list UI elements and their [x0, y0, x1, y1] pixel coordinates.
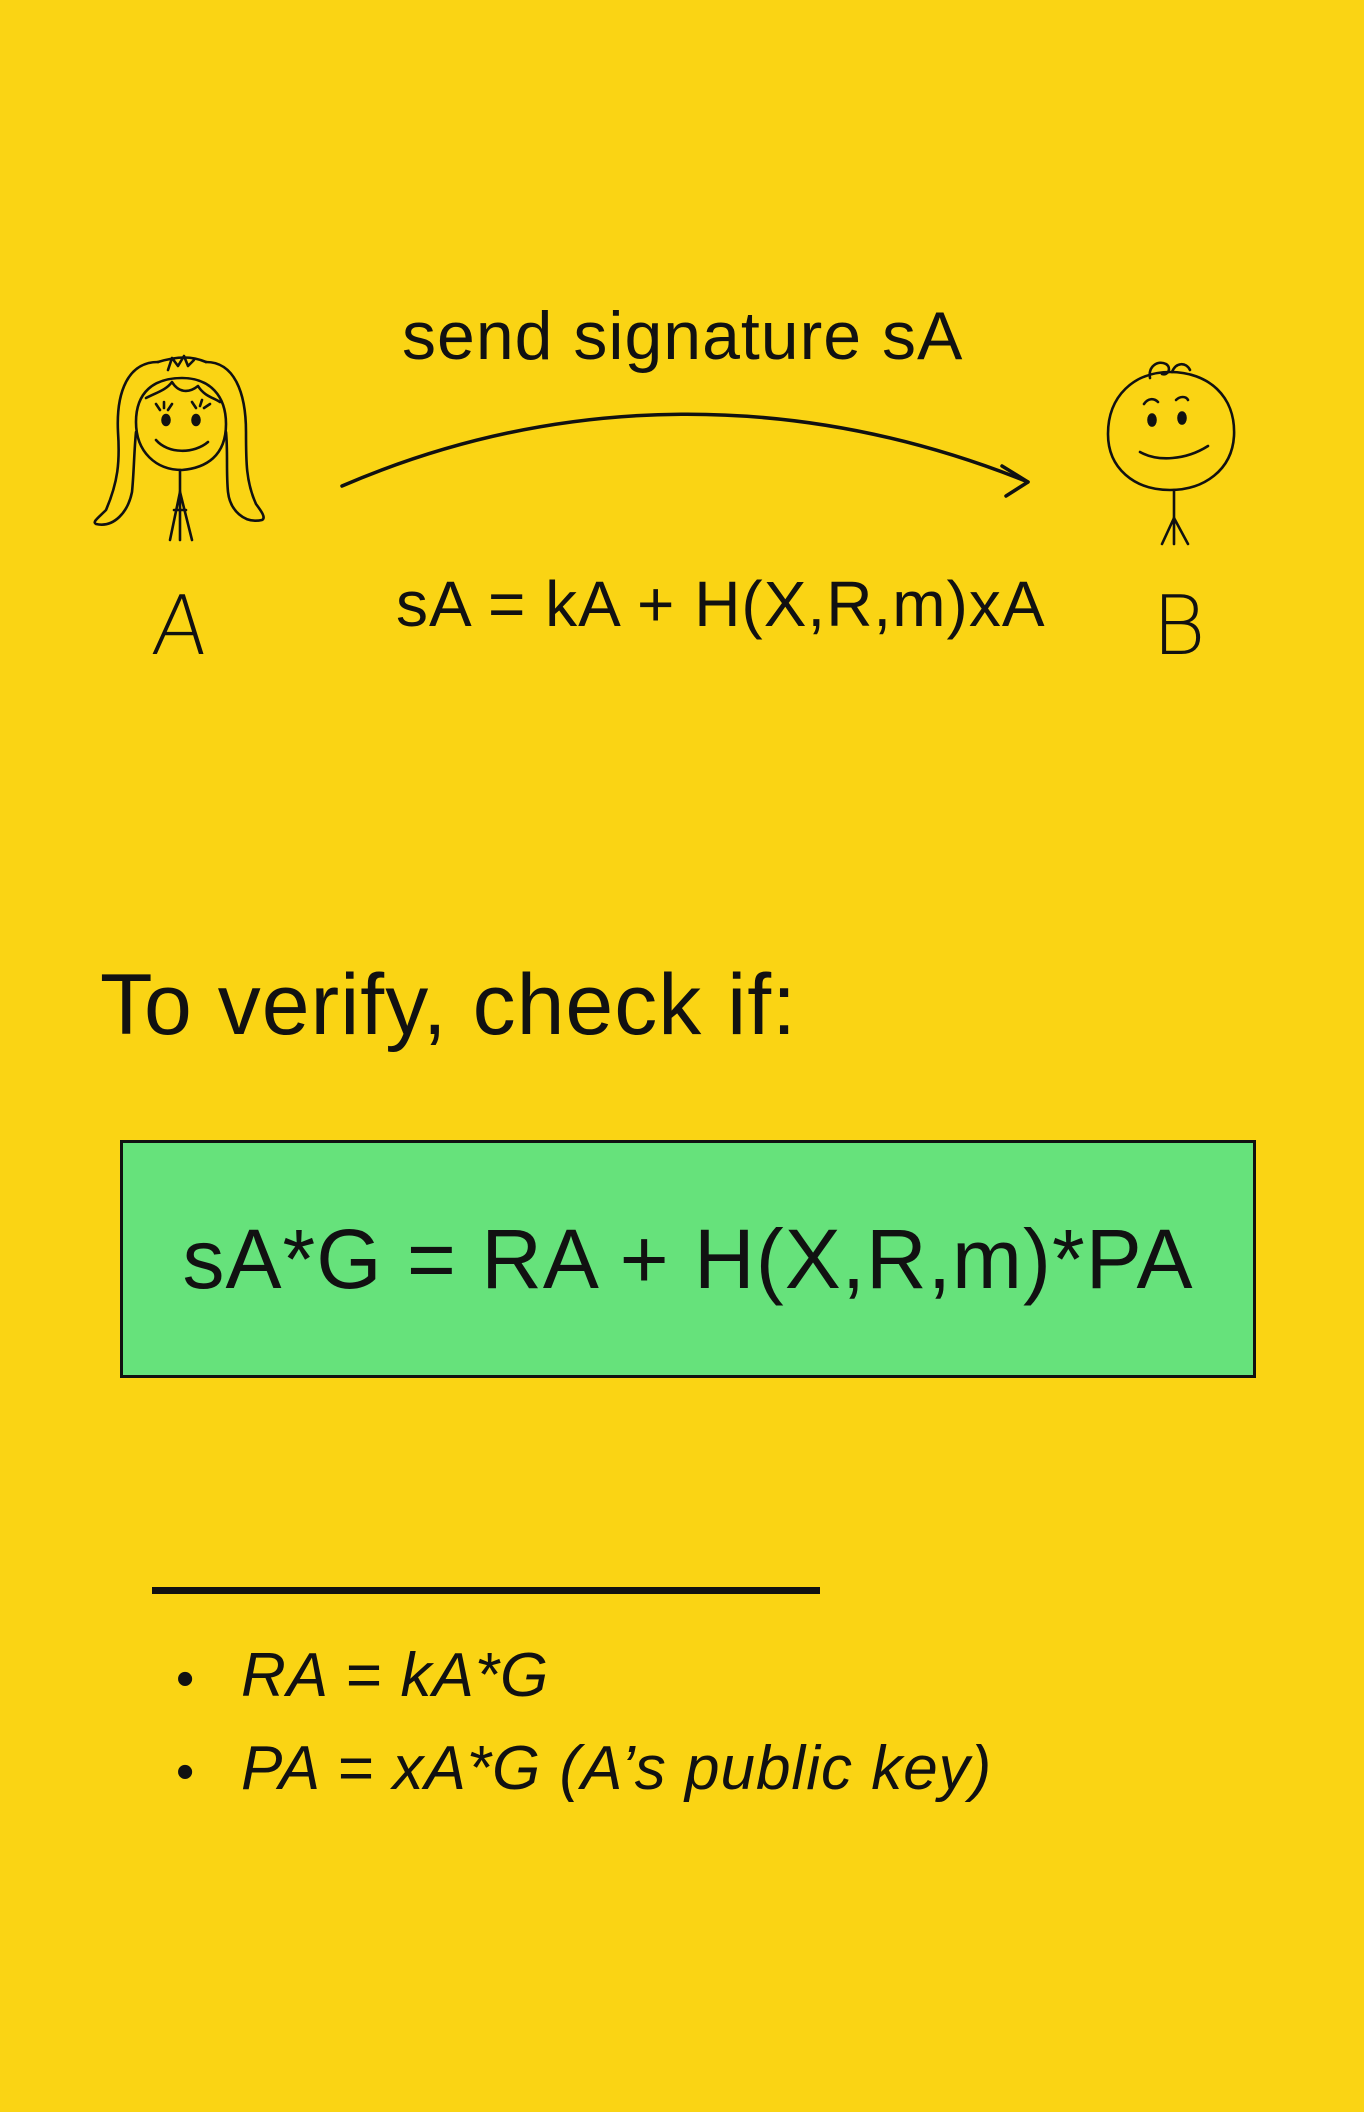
curved-arrow-right-icon [340, 412, 1030, 498]
signature-formula: sA = kA + H(X,R,m)xA [396, 568, 1046, 640]
arrow-caption: send signature sA [402, 298, 964, 374]
verification-box: sA*G = RA + H(X,R,m)*PA [120, 1140, 1256, 1378]
boy-stick-figure-icon [1106, 361, 1236, 546]
footnote-text: PA = xA*G (A’s public key) [241, 1734, 993, 1803]
footnote-text: RA = kA*G [241, 1641, 550, 1710]
receiver-label: B [1152, 579, 1206, 674]
bullet-icon: • [176, 1650, 196, 1708]
girl-stick-figure-icon [93, 354, 265, 542]
verification-equation: sA*G = RA + H(X,R,m)*PA [182, 1212, 1194, 1306]
footnote-divider [152, 1587, 820, 1594]
footnote-item: •RA = kA*G [176, 1645, 549, 1707]
sender-label: A [148, 579, 212, 674]
verify-heading: To verify, check if: [100, 957, 798, 1053]
footnote-item: •PA = xA*G (A’s public key) [176, 1738, 992, 1800]
bullet-icon: • [176, 1743, 196, 1801]
